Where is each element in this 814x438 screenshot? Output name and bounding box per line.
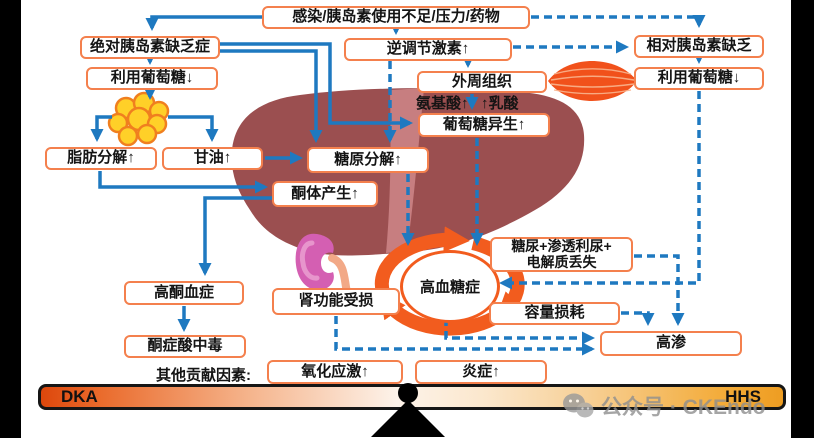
node-hyperosmolarity: 高渗 [600, 331, 742, 356]
left-black-strip [0, 0, 21, 438]
node-hyperketonemia: 高酮血症 [124, 281, 244, 305]
glycosuria-line1: 糖尿+渗透利尿+ [511, 237, 612, 254]
solid-arrows [90, 15, 479, 332]
node-glycerol: 甘油↑ [162, 147, 263, 170]
watermark-text: 公众号 · CKEndo [601, 396, 766, 419]
dashed-arrows [334, 15, 706, 356]
node-hyperglycemia: 高血糖症 [400, 250, 500, 323]
glycosuria-line2: 电解质丢失 [526, 253, 597, 270]
node-glucose-utilization-right: 利用葡萄糖↓ [634, 67, 764, 90]
node-absolute-insulin-deficiency: 绝对胰岛素缺乏症 [80, 36, 220, 59]
label-other-factors: 其他贡献因素: [156, 367, 251, 384]
node-ketoacidosis: 酮症酸中毒 [124, 335, 246, 358]
label-lactate: ↑乳酸 [481, 95, 519, 112]
hhs-label: HHS [725, 387, 761, 406]
node-glycosuria: 糖尿+渗透利尿+ 电解质丢失 [490, 237, 633, 272]
dka-label: DKA [61, 387, 98, 406]
label-amino-acids: 氨基酸↑ [416, 95, 469, 112]
watermark: 公众号 · CKEndo [562, 391, 765, 421]
node-relative-insulin-deficiency: 相对胰岛素缺乏 [634, 35, 764, 58]
node-ketone-production: 酮体产生↑ [272, 181, 378, 207]
node-gluconeogenesis: 葡萄糖异生↑ [418, 113, 550, 137]
muscle-icon [548, 61, 637, 101]
node-volume-depletion: 容量损耗 [489, 302, 620, 325]
node-lipolysis: 脂肪分解↑ [45, 147, 157, 170]
node-glycogenolysis: 糖原分解↑ [307, 147, 429, 173]
node-peripheral-tissue: 外周组织 [417, 71, 547, 93]
node-renal-impairment: 肾功能受损 [272, 288, 400, 315]
node-counterregulatory-hormones: 逆调节激素↑ [344, 38, 512, 61]
node-glucose-utilization-left: 利用葡萄糖↓ [86, 67, 218, 90]
node-trigger: 感染/胰岛素使用不足/压力/药物 [262, 6, 530, 29]
node-inflammation: 炎症↑ [415, 360, 547, 384]
node-oxidative-stress: 氧化应激↑ [267, 360, 403, 384]
wechat-icon [563, 393, 594, 418]
balance-fulcrum-icon [371, 383, 445, 437]
fat-cells-icon [107, 91, 170, 147]
right-black-strip [791, 0, 814, 438]
